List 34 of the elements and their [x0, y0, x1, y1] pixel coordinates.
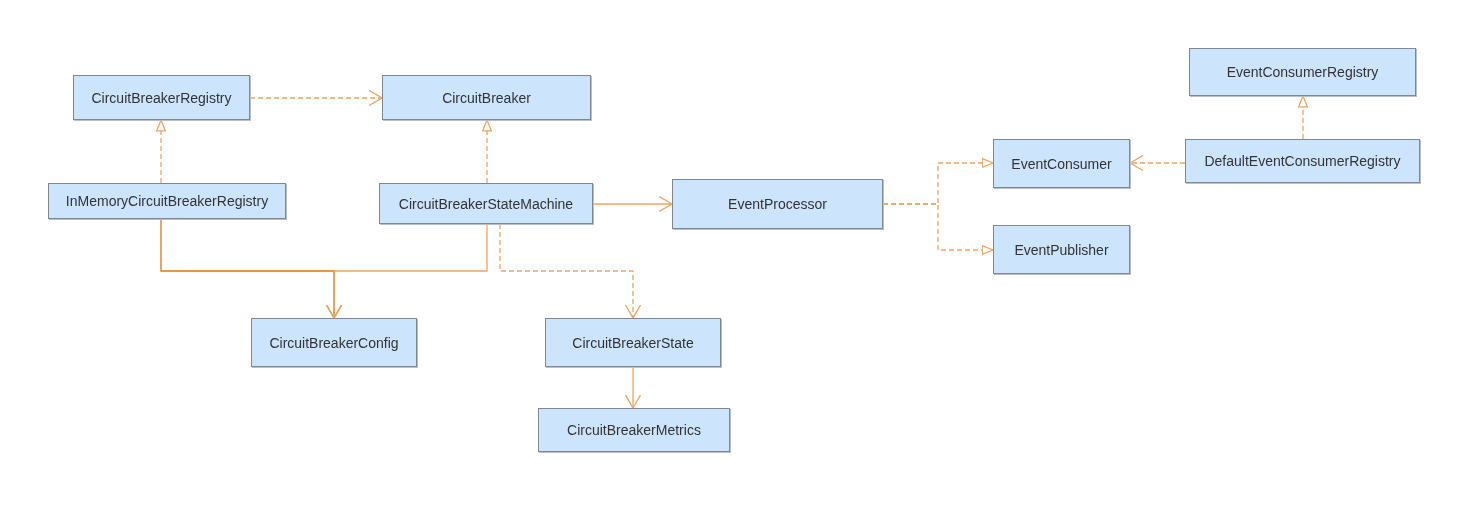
dashed-arrow	[1129, 154, 1186, 172]
class-name: CircuitBreakerState	[572, 334, 694, 351]
class-box	[993, 225, 1130, 274]
dashed-arrow	[249, 89, 383, 107]
class-name: EventProcessor	[728, 196, 827, 212]
class-name: InMemoryCircuitBreakerRegistry	[65, 193, 269, 209]
dashed-hollow-triangle-arrow	[156, 119, 166, 184]
arrow	[325, 223, 488, 319]
arrow	[624, 366, 642, 409]
class-box	[545, 318, 721, 367]
class-name: CircuitBreaker	[442, 89, 531, 106]
class-name: CircuitBreakerConfig	[269, 334, 399, 351]
class-name: CircuitBreakerRegistry	[91, 89, 232, 106]
arrow	[592, 195, 673, 213]
class-box	[538, 408, 730, 452]
class-name: CircuitBreakerStateMachine	[398, 195, 574, 212]
class-name: EventConsumerRegistry	[1226, 64, 1379, 80]
class-box	[251, 318, 417, 367]
dashed-hollow-triangle-arrow	[1298, 95, 1308, 140]
class-name: CircuitBreakerMetrics	[567, 422, 701, 438]
class-name: EventPublisher	[1014, 241, 1109, 258]
class-box	[672, 179, 883, 229]
class-name: DefaultEventConsumerRegistry	[1204, 153, 1401, 169]
class-box	[379, 183, 593, 224]
class-box	[73, 75, 250, 120]
class-box	[1185, 139, 1420, 183]
class-name: EventConsumer	[1011, 155, 1112, 172]
dashed-hollow-triangle-arrow	[482, 119, 492, 184]
class-box	[382, 75, 591, 120]
class-box	[1189, 48, 1416, 96]
dashed-hollow-triangle-arrow	[882, 203, 994, 255]
dashed-arrow	[499, 223, 642, 319]
class-box	[48, 183, 286, 219]
class-box	[993, 139, 1130, 188]
